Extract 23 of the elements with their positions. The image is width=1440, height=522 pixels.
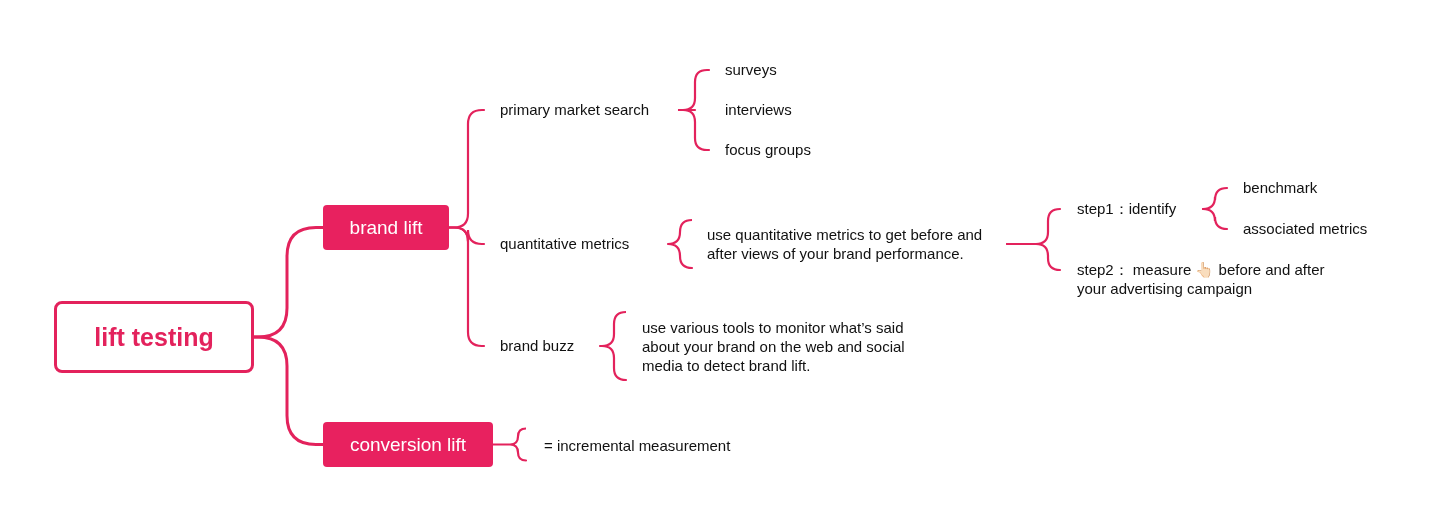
- topic-label: surveys: [709, 60, 869, 79]
- brace-connector: [598, 310, 628, 382]
- topic-label: associated metrics: [1227, 219, 1407, 238]
- brace-connector: [1201, 207, 1229, 231]
- brace-connector: [252, 335, 325, 446]
- brace-connector: [1005, 242, 1062, 272]
- topic-label: primary market search: [484, 100, 679, 119]
- brace-connector: [666, 218, 694, 270]
- topic-label: interviews: [695, 100, 869, 119]
- topic-label: step2： measure 👆🏻 before and after your advertising campaign: [1060, 260, 1339, 298]
- topic-label: use quantitative metrics to get before and after views of your brand performance.: [692, 218, 1007, 270]
- brace-connector: [491, 427, 528, 462]
- topic-label: use various tools to monitor what’s said about your brand on the web and social media to detect brand lift.: [626, 310, 927, 382]
- topic-label: focus groups: [709, 140, 869, 159]
- brace-connector: [447, 226, 486, 348]
- topic-label: step1：identify: [1060, 199, 1203, 218]
- topic-label: quantitative metrics: [484, 234, 668, 253]
- topic-label: brand buzz: [484, 336, 600, 355]
- branch-topic-box: brand lift: [323, 205, 449, 250]
- central-topic-box: lift testing: [54, 301, 254, 373]
- topic-label: benchmark: [1227, 178, 1407, 197]
- topic-label: = incremental measurement: [526, 427, 790, 463]
- branch-topic-box: conversion lift: [323, 422, 493, 467]
